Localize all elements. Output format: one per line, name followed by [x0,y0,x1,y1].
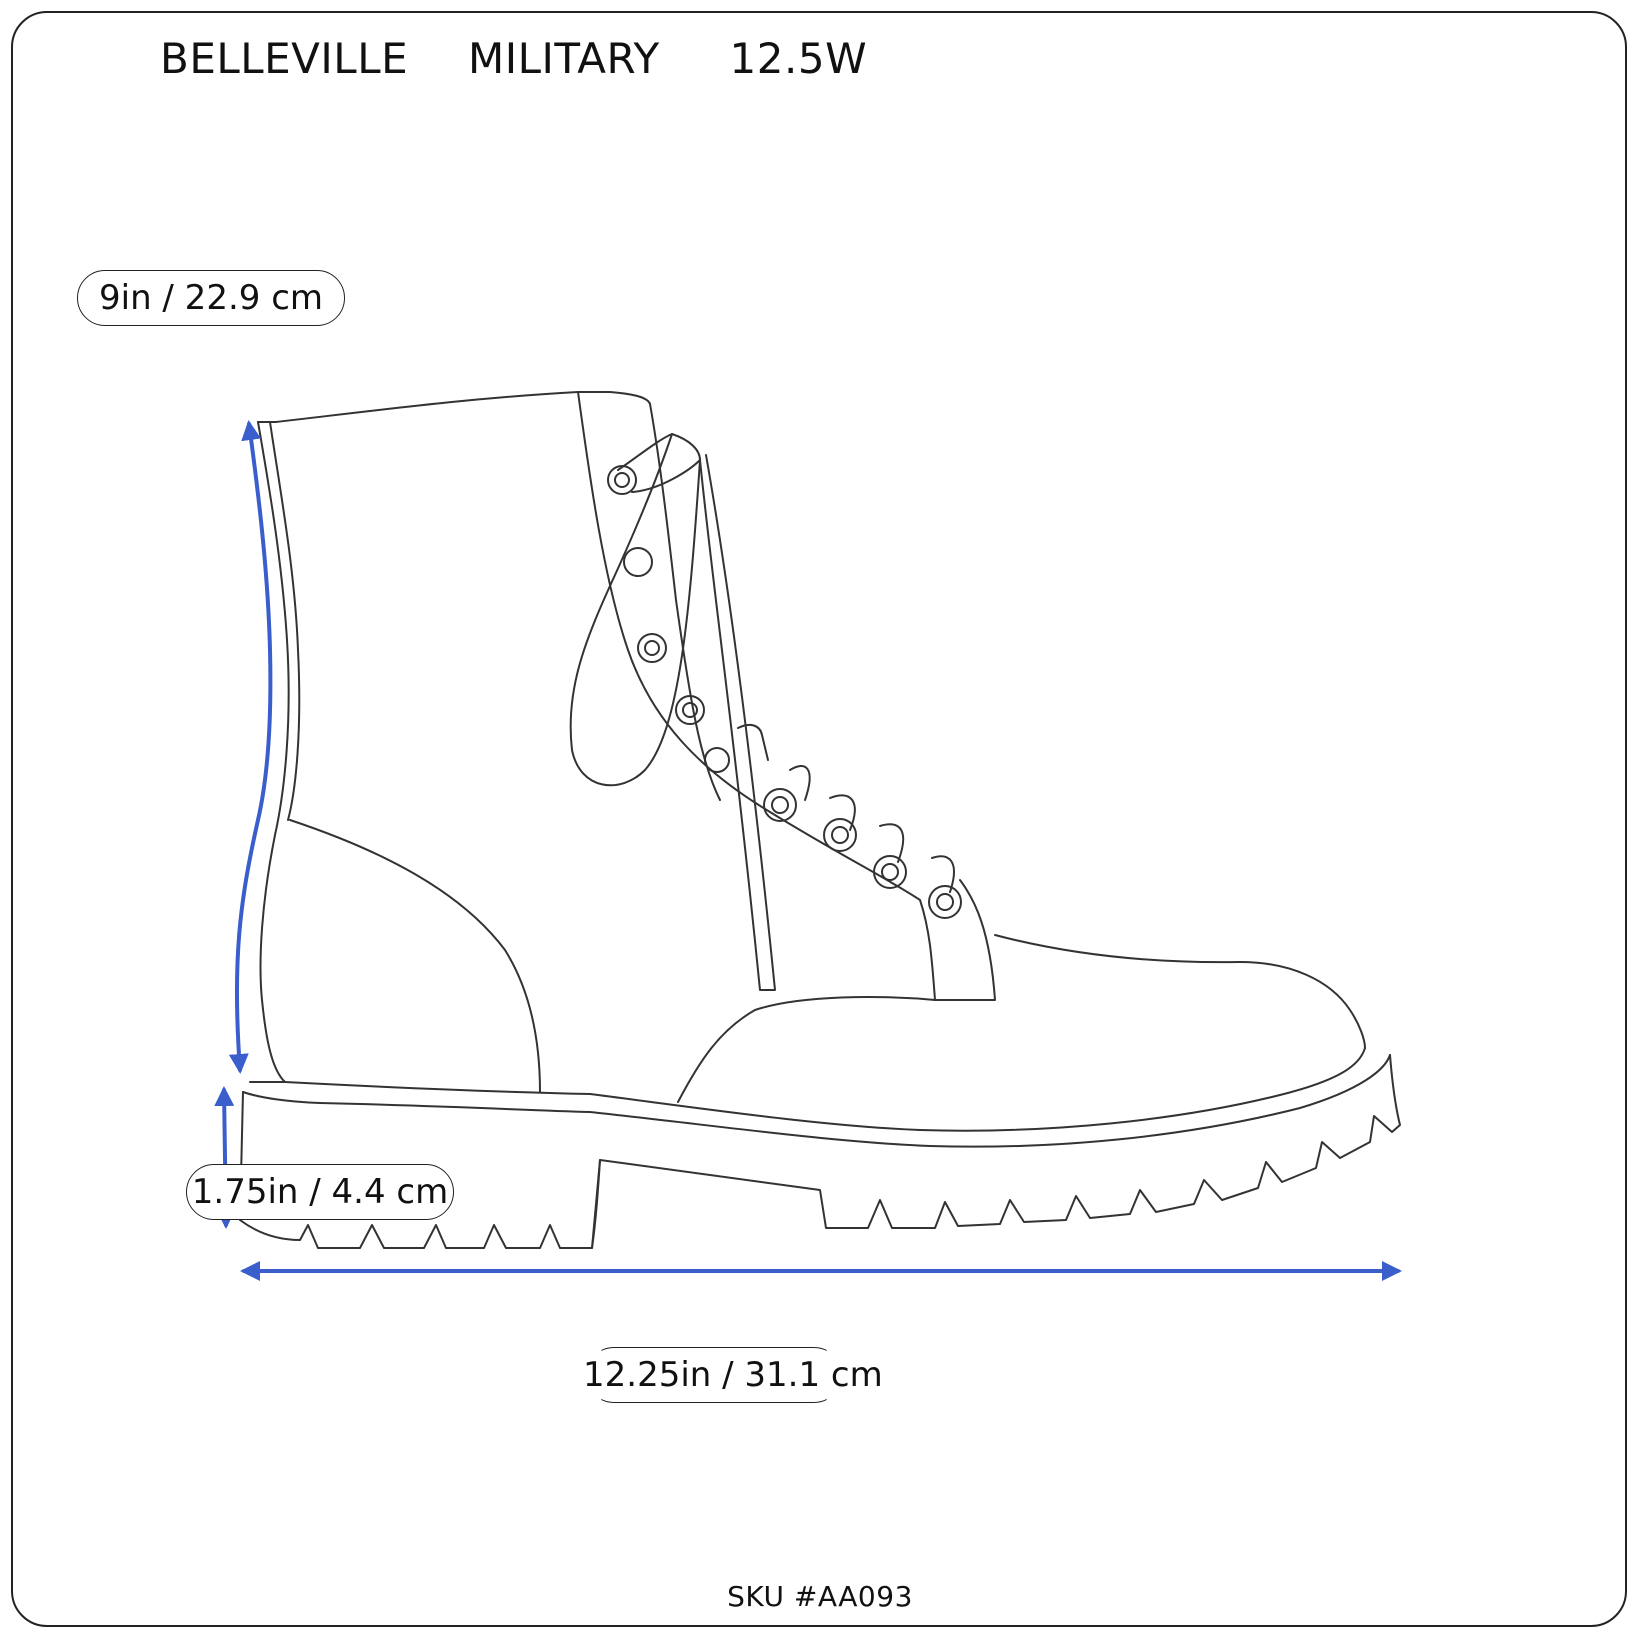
eyelets [607,465,962,919]
length-label: 12.25in / 31.1 cm [583,1355,883,1395]
lace-cross-3 [829,794,856,831]
eyelet-icon [704,747,730,773]
lace-cross-5 [931,855,955,893]
heel-counter [289,819,541,1093]
welt-bottom [242,1054,1391,1148]
model-name: MILITARY [468,34,660,83]
eyelet-icon [823,818,857,852]
welt-top [249,1047,1366,1132]
lace-cross-4 [879,823,905,863]
lace-aglet [617,433,701,493]
length-label-frame [601,1347,827,1403]
vamp-line [934,879,996,1001]
lace-loop [569,433,701,787]
eyelet-icon [675,695,705,725]
lace-cross-1 [737,723,769,761]
shaft-height-label: 9in / 22.9 cm [77,270,345,326]
boot-collar [257,391,651,423]
heel-breast [591,1159,601,1249]
card-frame [11,11,1627,1627]
eyelet-icon [873,855,907,889]
boot-outline [239,391,1401,1249]
sku-label: SKU #AA093 [727,1580,913,1613]
boot-back-inner [269,421,301,821]
shaft-height-arrow [228,420,273,1074]
lace-cross-2 [789,765,811,801]
tongue [649,403,721,801]
eyelet-icon [607,465,637,495]
brand-name: BELLEVILLE [160,34,409,83]
product-header: BELLEVILLE MILITARY 12.5W [160,34,867,83]
eyelet-icon [637,633,667,663]
lace-end [699,454,776,991]
eyelet-icon [928,885,962,919]
toe-cap [677,996,936,1103]
eyelet-icon [623,547,653,577]
quarter-edge [577,391,936,1001]
heel-height-label: 1.75in / 4.4 cm [186,1164,454,1220]
size-label: 12.5W [729,34,868,83]
toe-top [994,934,1366,1049]
eyelet-icon [763,788,797,822]
laces [569,433,955,991]
outsole [239,1054,1401,1249]
boot-back-edge [257,421,290,1083]
